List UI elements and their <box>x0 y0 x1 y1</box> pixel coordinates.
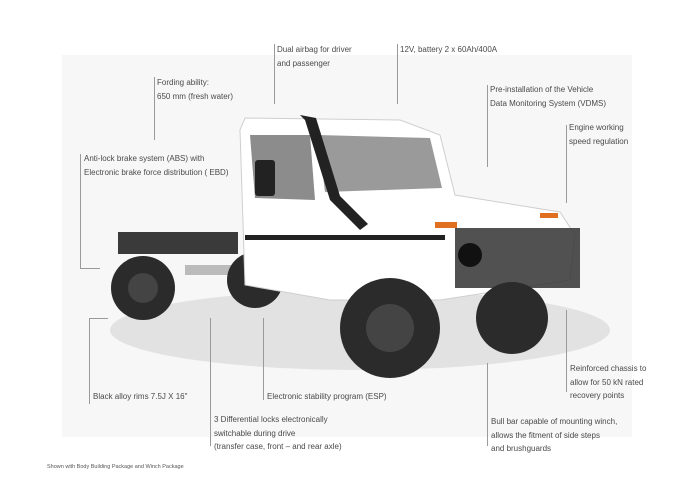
rims-line-h <box>89 318 108 319</box>
callout-text: Dual airbag for driver <box>277 45 352 54</box>
bullbar-line <box>487 363 488 446</box>
callout-text: Engine working <box>569 123 624 132</box>
callout-text: and brushguards <box>491 444 552 453</box>
callout-text: Bull bar capable of mounting winch, <box>491 417 618 426</box>
diff-line <box>210 318 211 446</box>
rims-line <box>89 318 90 404</box>
callout-engine: Engine working speed regulation <box>569 121 628 148</box>
callout-text: Data Monitoring System (VDMS) <box>490 98 607 108</box>
footnote: Shown with Body Building Package and Win… <box>47 464 184 470</box>
callout-text: 3 Differential locks electronically <box>214 415 328 424</box>
callout-fording: Fording ability: 650 mm (fresh water) <box>157 76 233 103</box>
callout-text: Electronic stability program (ESP) <box>267 392 387 401</box>
indicator <box>435 222 457 228</box>
snorkel <box>300 115 368 230</box>
callout-text: Black alloy rims 7.5J X 16" <box>93 392 188 401</box>
indicator-right <box>540 213 558 218</box>
callout-text: 12V, battery 2 x 60Ah/400A <box>400 45 498 54</box>
rear-chassis <box>118 232 238 254</box>
front-rim <box>366 304 414 352</box>
chassis-line <box>566 310 567 392</box>
abs-line <box>80 154 81 268</box>
callout-airbag: Dual airbag for driver and passenger <box>277 43 352 70</box>
callout-bullbar: Bull bar capable of mounting winch, allo… <box>491 415 617 456</box>
callout-abs: Anti-lock brake system (ABS) with Electr… <box>84 152 229 179</box>
callout-text: and passenger <box>277 58 330 68</box>
vdms-line <box>487 85 488 167</box>
callout-text: Reinforced chassis to <box>570 364 647 373</box>
callout-text: Pre-installation of the Vehicle <box>490 85 594 94</box>
fording-line <box>154 77 155 140</box>
airbag-line <box>274 44 275 104</box>
rear-rim <box>128 273 158 303</box>
callout-text: Anti-lock brake system (ABS) with <box>84 154 205 163</box>
callout-text: recovery points <box>570 391 625 400</box>
callout-chassis: Reinforced chassis to allow for 50 kN ra… <box>570 362 646 403</box>
callout-esp: Electronic stability program (ESP) <box>267 390 387 404</box>
callout-text: speed regulation <box>569 136 629 146</box>
esp-line <box>263 318 264 400</box>
headlight <box>458 243 482 267</box>
windshield <box>318 135 442 192</box>
callout-text: Electronic brake force distribution ( EB… <box>84 167 229 177</box>
callout-text: Fording ability: <box>157 78 210 87</box>
engine-line <box>566 125 567 203</box>
front-wheel-far <box>476 282 548 354</box>
mirror <box>255 160 275 196</box>
trim-stripe <box>245 235 445 240</box>
callout-text: (transfer case, front – and rear axle) <box>214 442 342 451</box>
callout-text: allows the fitment of side steps <box>491 430 600 440</box>
battery-line <box>397 44 398 104</box>
abs-line-h <box>80 268 100 269</box>
callout-text: switchable during drive <box>214 428 296 438</box>
callout-rims: Black alloy rims 7.5J X 16" <box>93 390 187 404</box>
callout-diff: 3 Differential locks electronically swit… <box>214 413 342 454</box>
callout-battery: 12V, battery 2 x 60Ah/400A <box>400 43 497 57</box>
callout-text: 650 mm (fresh water) <box>157 91 234 101</box>
callout-text: allow for 50 kN rated <box>570 377 644 387</box>
callout-vdms: Pre-installation of the Vehicle Data Mon… <box>490 83 606 110</box>
